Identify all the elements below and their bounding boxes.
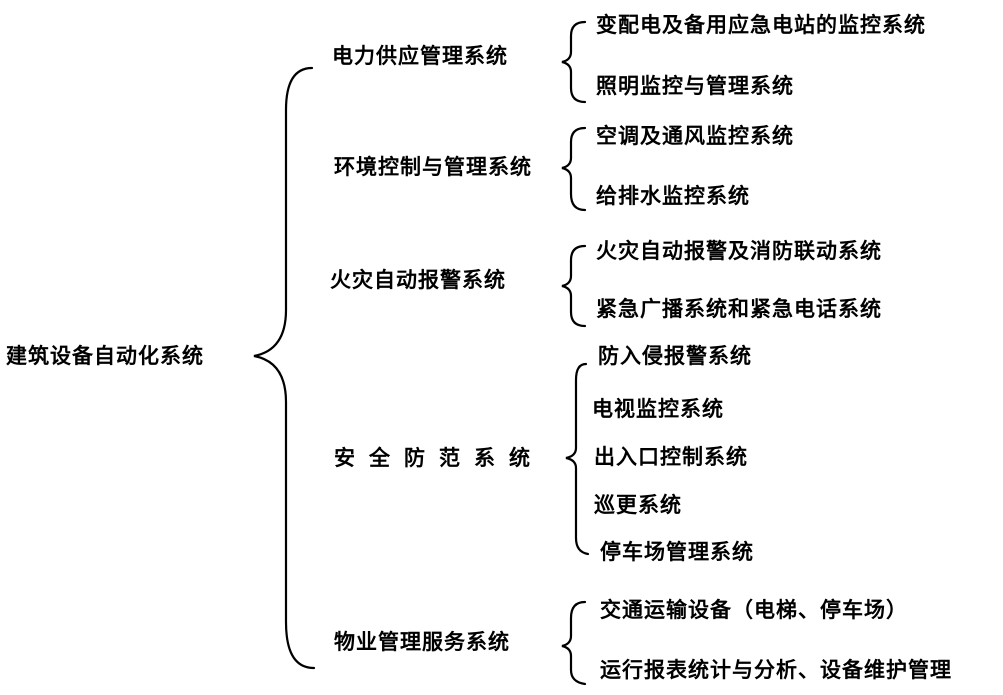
leaf-item: 防入侵报警系统	[598, 344, 752, 368]
group-brace-5	[561, 600, 587, 686]
leaf-item: 火灾自动报警及消防联动系统	[596, 239, 882, 263]
root-brace	[253, 66, 316, 670]
leaf-item: 交通运输设备（电梯、停车场）	[600, 598, 908, 622]
leaf-item: 给排水监控系统	[596, 184, 750, 208]
leaf-item: 出入口控制系统	[594, 445, 748, 469]
group-label-environment: 环境控制与管理系统	[334, 155, 532, 179]
group-brace-1	[561, 20, 587, 104]
leaf-item: 停车场管理系统	[600, 540, 754, 564]
group-label-power: 电力供应管理系统	[332, 44, 508, 68]
group-brace-4	[565, 362, 590, 556]
group-label-fire-alarm: 火灾自动报警系统	[330, 268, 506, 292]
leaf-item: 运行报表统计与分析、设备维护管理	[600, 658, 952, 682]
root-label: 建筑设备自动化系统	[6, 344, 204, 368]
leaf-item: 巡更系统	[594, 493, 682, 517]
leaf-item: 照明监控与管理系统	[596, 74, 794, 98]
group-label-property: 物业管理服务系统	[334, 630, 510, 654]
leaf-item: 空调及通风监控系统	[596, 124, 794, 148]
leaf-item: 紧急广播系统和紧急电话系统	[596, 297, 882, 321]
leaf-item: 变配电及备用应急电站的监控系统	[596, 13, 926, 37]
group-label-security: 安全防范系统	[334, 446, 544, 470]
group-brace-3	[561, 244, 587, 328]
leaf-item: 电视监控系统	[592, 397, 724, 421]
group-brace-2	[561, 126, 587, 212]
